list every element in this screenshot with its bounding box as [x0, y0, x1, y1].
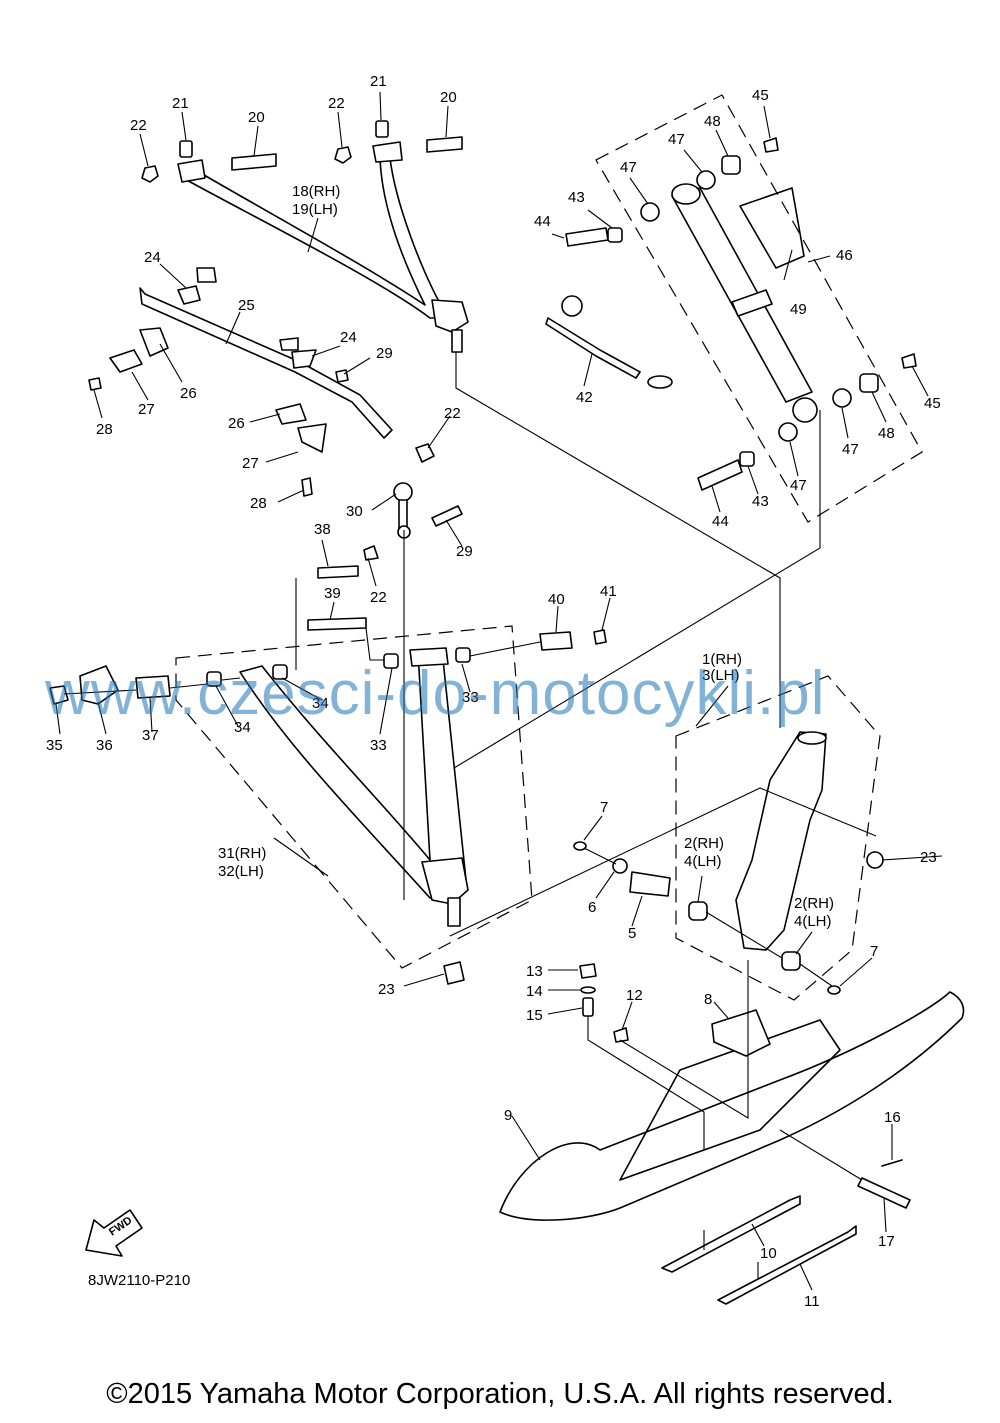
part-label-11: 11 — [804, 1293, 820, 1310]
part-label-2: 2(RH) — [794, 895, 834, 912]
part-label-47: 47 — [790, 477, 807, 494]
ski — [499, 963, 965, 1305]
part-label-49: 49 — [790, 301, 807, 318]
part-label-22: 22 — [130, 117, 147, 134]
part-label-36: 36 — [96, 737, 113, 754]
spindle — [573, 731, 884, 995]
part-label-24: 24 — [340, 329, 357, 346]
part-label-39: 39 — [324, 585, 341, 602]
part-label-29: 29 — [456, 543, 473, 560]
part-label-4: 4(LH) — [684, 853, 722, 870]
copyright-notice: ©2015 Yamaha Motor Corporation, U.S.A. A… — [106, 1378, 894, 1410]
part-label-43: 43 — [568, 189, 585, 206]
part-label-20: 20 — [440, 89, 457, 106]
stabilizer-link — [307, 482, 463, 631]
part-label-17: 17 — [878, 1233, 895, 1250]
part-label-27: 27 — [138, 401, 155, 418]
part-label-7: 7 — [600, 799, 608, 816]
group-boxes — [175, 94, 923, 1001]
part-label-27: 27 — [242, 455, 259, 472]
part-label-33: 33 — [462, 689, 479, 706]
part-label-1: 1(RH) — [702, 651, 742, 668]
part-label-4: 4(LH) — [794, 913, 832, 930]
part-label-46: 46 — [836, 247, 853, 264]
assembly-lines — [63, 352, 877, 1280]
part-label-21: 21 — [370, 73, 387, 90]
part-label-44: 44 — [712, 513, 729, 530]
part-label-2: 2(RH) — [684, 835, 724, 852]
part-label-10: 10 — [760, 1245, 777, 1262]
part-label-23: 23 — [378, 981, 395, 998]
part-label-5: 5 — [628, 925, 636, 942]
part-labels: 20 20 21 21 22 22 22 22 18(RH) 19(LH) 24… — [46, 73, 941, 1310]
part-label-43: 43 — [752, 493, 769, 510]
part-label-42: 42 — [576, 389, 593, 406]
part-label-48: 48 — [878, 425, 895, 442]
watermark: www.czesci-do-motocykli.pl — [45, 659, 826, 728]
shock-tool — [545, 295, 673, 389]
part-label-13: 13 — [526, 963, 543, 980]
upper-a-arm — [141, 120, 469, 353]
part-label-47: 47 — [620, 159, 637, 176]
stabilizer-bar — [88, 267, 435, 497]
part-label-21: 21 — [172, 95, 189, 112]
part-label-34: 34 — [234, 719, 251, 736]
part-label-8: 8 — [704, 991, 712, 1008]
fwd-arrow: FWD — [85, 1209, 143, 1257]
part-label-3: 3(LH) — [702, 667, 740, 684]
part-label-14: 14 — [526, 983, 543, 1000]
part-label-15: 15 — [526, 1007, 543, 1024]
part-label-22: 22 — [328, 95, 345, 112]
part-label-48: 48 — [704, 113, 721, 130]
part-label-45: 45 — [752, 87, 769, 104]
part-label-31: 31(RH) — [218, 845, 266, 862]
part-label-23: 23 — [920, 849, 937, 866]
part-label-47: 47 — [668, 131, 685, 148]
part-label-25: 25 — [238, 297, 255, 314]
shock-absorber — [565, 137, 917, 491]
part-label-34: 34 — [312, 695, 329, 712]
part-label-9: 9 — [504, 1107, 512, 1124]
part-label-20: 20 — [248, 109, 265, 126]
part-label-47: 47 — [842, 441, 859, 458]
part-label-45: 45 — [924, 395, 941, 412]
part-label-22: 22 — [370, 589, 387, 606]
part-label-44: 44 — [534, 213, 551, 230]
part-label-29: 29 — [376, 345, 393, 362]
part-label-26: 26 — [228, 415, 245, 432]
part-label-30: 30 — [346, 503, 363, 520]
part-label-12: 12 — [626, 987, 643, 1004]
part-label-22: 22 — [444, 405, 461, 422]
part-label-18: 18(RH) — [292, 183, 340, 200]
part-label-16: 16 — [884, 1109, 901, 1126]
part-label-7: 7 — [870, 943, 878, 960]
part-label-24: 24 — [144, 249, 161, 266]
part-label-26: 26 — [180, 385, 197, 402]
part-label-28: 28 — [250, 495, 267, 512]
part-label-37: 37 — [142, 727, 159, 744]
part-label-33: 33 — [370, 737, 387, 754]
lower-a-arm — [49, 629, 607, 985]
callout-leaders — [55, 91, 943, 1291]
part-label-6: 6 — [588, 899, 596, 916]
part-label-41: 41 — [600, 583, 617, 600]
part-label-40: 40 — [548, 591, 565, 608]
part-label-38: 38 — [314, 521, 331, 538]
part-label-32: 32(LH) — [218, 863, 264, 880]
part-label-28: 28 — [96, 421, 113, 438]
part-label-19: 19(LH) — [292, 201, 338, 218]
part-label-35: 35 — [46, 737, 63, 754]
diagram-code: 8JW2110-P210 — [88, 1272, 191, 1289]
